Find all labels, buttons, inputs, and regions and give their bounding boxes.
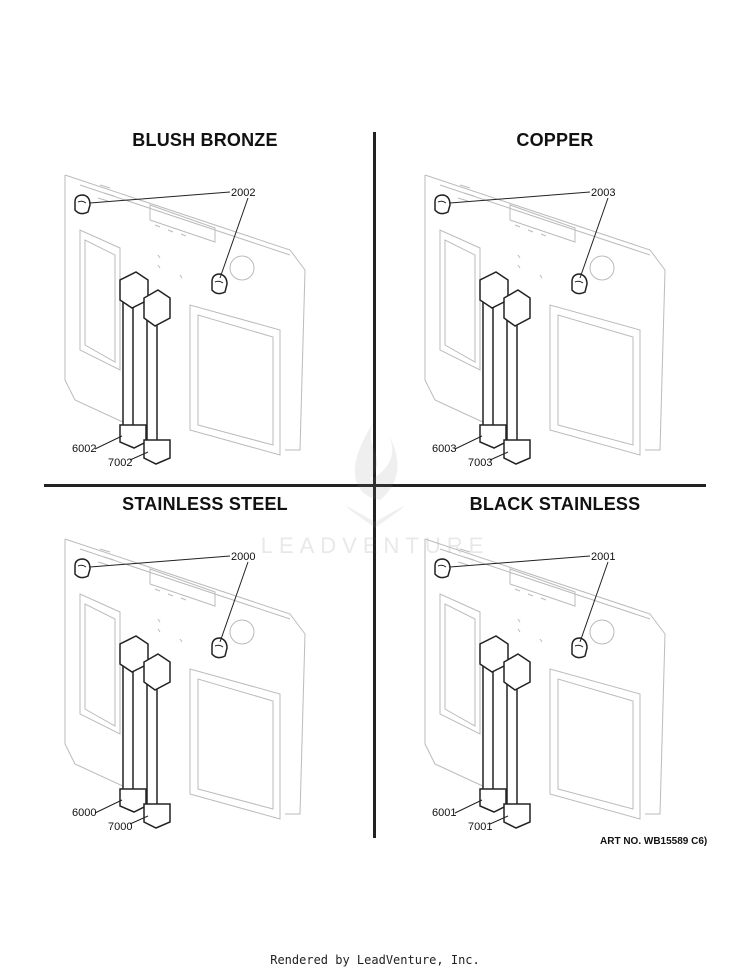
cap-part-number: 7003 [468,457,492,469]
range-front-drawing: 2000 6000 7000 [64,538,306,833]
handle-right-icon [503,289,531,465]
left-knob-icon [74,194,91,215]
right-knob-icon [571,637,588,659]
quadrant-blush-bronze: BLUSH BRONZE [20,130,380,490]
quadrant-title: BLUSH BRONZE [132,130,278,150]
handle-part-number: 6002 [72,443,96,455]
handle-right-icon [143,289,171,465]
horizontal-divider [44,484,706,487]
handle-part-number: 6003 [432,443,456,455]
range-front-drawing: 2001 6001 7001 [424,538,666,833]
handle-part-number: 6000 [72,807,96,819]
knob-part-number: 2000 [231,551,255,563]
range-front-drawing: 2003 6003 7003 [424,174,666,469]
handle-left-icon [119,271,149,449]
handle-left-icon [479,635,509,813]
handle-right-icon [503,653,531,829]
cap-part-number: 7000 [108,821,132,833]
art-number: ART NO. WB15589 C6) [600,836,708,847]
range-front-drawing: 2002 6002 7002 [64,174,306,469]
right-knob-icon [211,637,228,659]
left-knob-icon [434,194,451,215]
knob-part-number: 2002 [231,187,255,199]
watermark-text: LEADVENTURE [260,533,490,558]
right-knob-icon [211,273,228,295]
flame-logo-icon [345,420,405,528]
quadrant-black-stainless: BLACK STAINLESS [380,494,740,854]
handle-left-icon [119,635,149,813]
cap-part-number: 7002 [108,457,132,469]
footer-credit: Rendered by LeadVenture, Inc. [270,953,480,967]
left-knob-icon [74,558,91,579]
quadrant-title: STAINLESS STEEL [122,494,288,514]
quadrant-title: BLACK STAINLESS [469,494,641,514]
knob-part-number: 2001 [591,551,615,563]
handle-left-icon [479,271,509,449]
handle-part-number: 6001 [432,807,456,819]
leadventure-watermark: LEADVENTURE [240,410,510,570]
knob-part-number: 2003 [591,187,615,199]
quadrant-stainless-steel: STAINLESS STEEL [20,494,380,854]
right-knob-icon [571,273,588,295]
left-knob-icon [434,558,451,579]
quadrant-copper: COPPER [380,130,740,490]
handle-right-icon [143,653,171,829]
quadrant-title: COPPER [516,130,594,150]
cap-part-number: 7001 [468,821,492,833]
